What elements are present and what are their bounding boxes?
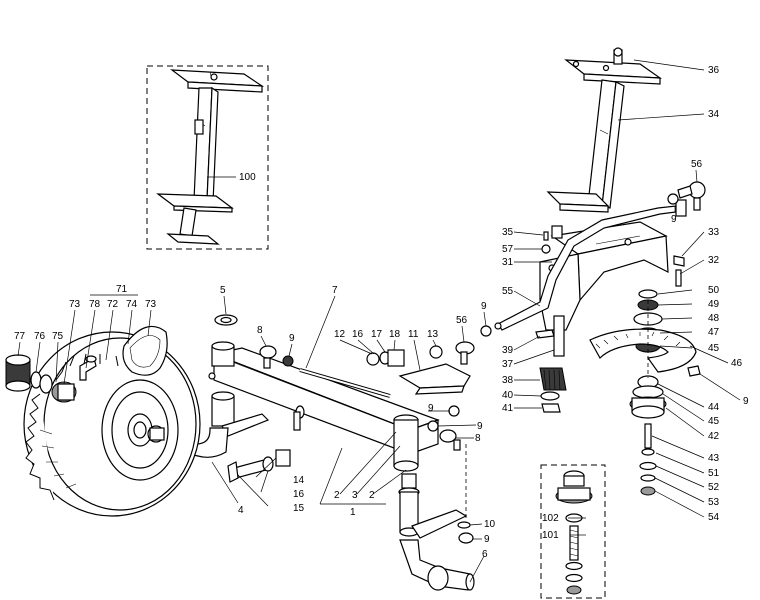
sector-gear-stack bbox=[589, 289, 701, 377]
callout-40: 40 bbox=[502, 390, 514, 401]
pivot-assembly-alt bbox=[555, 470, 593, 595]
alignment-guides bbox=[465, 300, 649, 520]
callout-9: 9 bbox=[671, 214, 677, 225]
callout-9: 9 bbox=[477, 421, 483, 432]
callout-9: 9 bbox=[481, 301, 487, 312]
lower-pivot-stack bbox=[629, 375, 667, 496]
callout-45: 45 bbox=[708, 416, 720, 427]
tie-rod bbox=[299, 368, 391, 398]
wheel-hub-parts bbox=[5, 354, 97, 403]
steering-column-alt bbox=[156, 69, 265, 245]
callout-16: 16 bbox=[352, 329, 364, 340]
callout-2: 2 bbox=[334, 490, 340, 501]
callout-77: 77 bbox=[14, 331, 26, 342]
callout-37: 37 bbox=[502, 359, 514, 370]
callout-73: 73 bbox=[69, 299, 81, 310]
leader-lines bbox=[17, 59, 741, 583]
axle-hardware bbox=[227, 325, 492, 544]
callout-51: 51 bbox=[708, 468, 720, 479]
callout-1: 1 bbox=[350, 507, 356, 518]
callout-15: 15 bbox=[293, 503, 305, 514]
callout-57: 57 bbox=[502, 244, 514, 255]
callout-71: 71 bbox=[116, 284, 128, 295]
callout-100: 100 bbox=[239, 172, 256, 183]
callout-78: 78 bbox=[89, 299, 101, 310]
callout-54: 54 bbox=[708, 512, 720, 523]
callout-101: 101 bbox=[542, 530, 559, 541]
callout-labels: 36 34 56 9 35 33 57 31 32 50 55 49 48 47… bbox=[14, 65, 749, 560]
callout-6: 6 bbox=[482, 549, 488, 560]
callout-13: 13 bbox=[427, 329, 439, 340]
front-wheel bbox=[23, 325, 201, 517]
callout-74: 74 bbox=[126, 299, 138, 310]
callout-7: 7 bbox=[332, 285, 338, 296]
spindle-right bbox=[393, 414, 475, 591]
callout-50: 50 bbox=[708, 285, 720, 296]
bracket-hardware bbox=[541, 231, 685, 287]
callout-49: 49 bbox=[708, 299, 720, 310]
callout-43: 43 bbox=[708, 453, 720, 464]
callout-18: 18 bbox=[389, 329, 401, 340]
callout-55: 55 bbox=[502, 286, 514, 297]
steering-column-main bbox=[546, 47, 663, 213]
option-box-steering-column bbox=[146, 65, 269, 250]
callout-4: 4 bbox=[238, 505, 244, 516]
callout-14: 14 bbox=[293, 475, 305, 486]
callout-52: 52 bbox=[708, 482, 720, 493]
steering-link-arm bbox=[494, 199, 687, 331]
callout-32: 32 bbox=[708, 255, 720, 266]
callout-9: 9 bbox=[743, 396, 749, 407]
callout-17: 17 bbox=[371, 329, 383, 340]
callout-102: 102 bbox=[542, 513, 559, 524]
callout-9: 9 bbox=[484, 534, 490, 545]
callout-34: 34 bbox=[708, 109, 720, 120]
callout-75: 75 bbox=[52, 331, 64, 342]
callout-48: 48 bbox=[708, 313, 720, 324]
ball-joint-upper bbox=[667, 181, 706, 211]
callout-33: 33 bbox=[708, 227, 720, 238]
callout-56: 56 bbox=[691, 159, 703, 170]
callout-12: 12 bbox=[334, 329, 346, 340]
callout-39: 39 bbox=[502, 345, 514, 356]
pinion-assembly bbox=[535, 315, 567, 413]
callout-9: 9 bbox=[289, 333, 295, 344]
callout-41: 41 bbox=[502, 403, 514, 414]
callout-2: 2 bbox=[369, 490, 375, 501]
callout-44: 44 bbox=[708, 402, 720, 413]
callout-3: 3 bbox=[352, 490, 358, 501]
callout-36: 36 bbox=[708, 65, 720, 76]
callout-11: 11 bbox=[408, 329, 419, 340]
callout-9: 9 bbox=[428, 403, 434, 414]
callout-8: 8 bbox=[475, 433, 481, 444]
callout-31: 31 bbox=[502, 257, 514, 268]
option-box-pivot-assembly bbox=[540, 464, 606, 599]
callout-72: 72 bbox=[107, 299, 119, 310]
callout-47: 47 bbox=[708, 327, 720, 338]
callout-38: 38 bbox=[502, 375, 514, 386]
callout-5: 5 bbox=[220, 285, 226, 296]
callout-45: 45 bbox=[708, 343, 720, 354]
callout-76: 76 bbox=[34, 331, 46, 342]
callout-8: 8 bbox=[257, 325, 263, 336]
callout-10: 10 bbox=[484, 519, 496, 530]
callout-73: 73 bbox=[145, 299, 157, 310]
callout-46: 46 bbox=[731, 358, 743, 369]
callout-56: 56 bbox=[456, 315, 468, 326]
callout-35: 35 bbox=[502, 227, 514, 238]
callout-42: 42 bbox=[708, 431, 720, 442]
callout-16: 16 bbox=[293, 489, 305, 500]
callout-53: 53 bbox=[708, 497, 720, 508]
